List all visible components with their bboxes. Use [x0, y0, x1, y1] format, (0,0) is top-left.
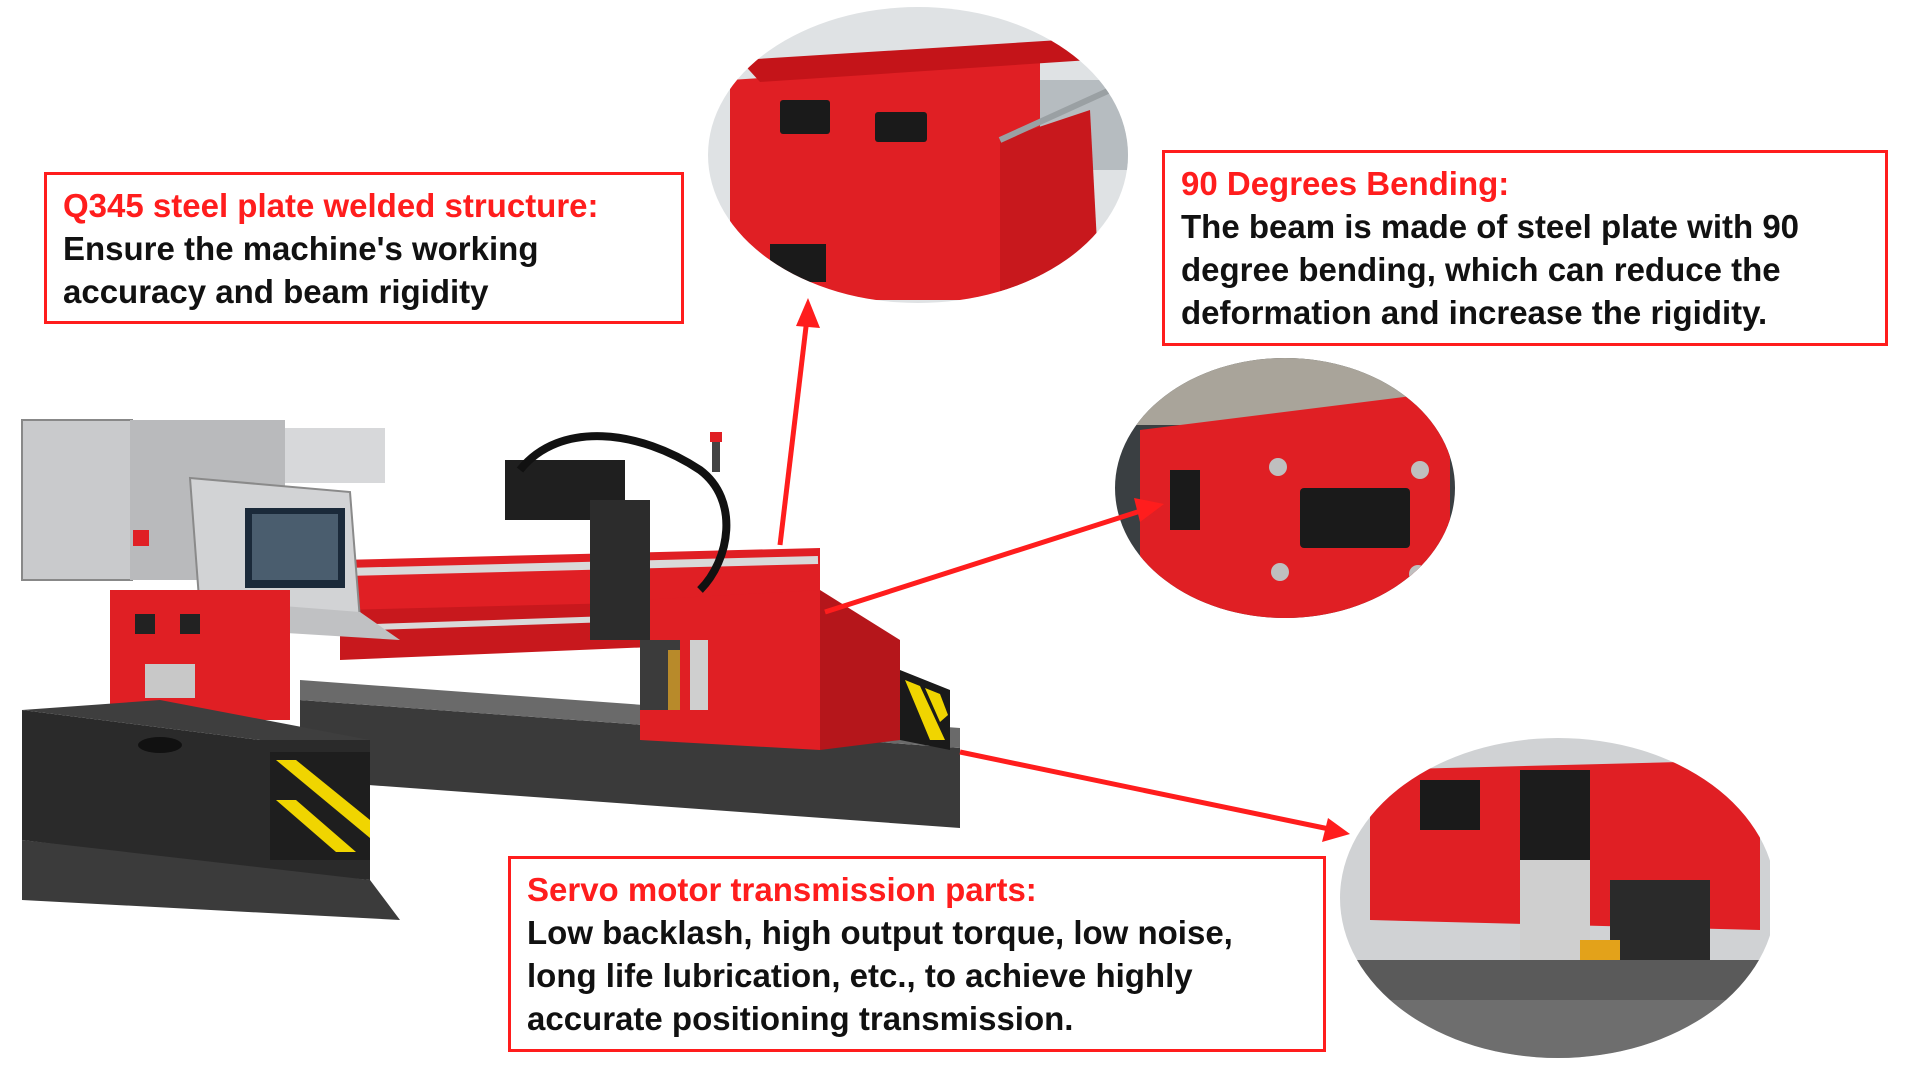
red-arrow-icon: [824, 498, 1164, 615]
callout-text-line: Low backlash, high output torque, low no…: [527, 914, 1233, 951]
callout-text-line: deformation and increase the rigidity.: [1181, 294, 1768, 331]
electrical-cabinet: [21, 419, 385, 581]
beam-rail-top: [344, 556, 819, 576]
callout-text-line: accuracy and beam rigidity: [63, 273, 489, 310]
callout-text-line: degree bending, which can reduce the: [1181, 251, 1781, 288]
callout-text-line: long life lubrication, etc., to achieve …: [527, 957, 1193, 994]
callout-servo-motor: Servo motor transmission parts: Low back…: [508, 856, 1326, 1052]
callout-text-line: accurate positioning transmission.: [527, 1000, 1074, 1037]
callout-welded-structure: Q345 steel plate welded structure: Ensur…: [44, 172, 684, 324]
red-arrow-icon: [959, 749, 1350, 842]
callout-title: 90 Degrees Bending:: [1181, 165, 1510, 202]
floor-rail: [300, 700, 960, 828]
callout-title: Servo motor transmission parts:: [527, 871, 1037, 908]
left-gantry-base: [110, 590, 290, 720]
right-leg-side: [820, 590, 900, 750]
right-gantry-leg: [640, 590, 820, 750]
left-floor-rail: [22, 840, 400, 920]
callout-degrees-bending: 90 Degrees Bending: The beam is made of …: [1162, 150, 1888, 346]
red-arrow-icon: [777, 298, 820, 546]
callout-text-line: Ensure the machine's working: [63, 230, 539, 267]
left-black-base: [22, 700, 370, 880]
callout-text-line: The beam is made of steel plate with 90: [1181, 208, 1800, 245]
right-hazard-stripes: [900, 670, 950, 750]
callout-title: Q345 steel plate welded structure:: [63, 187, 599, 224]
torch-carriage: [505, 432, 731, 710]
